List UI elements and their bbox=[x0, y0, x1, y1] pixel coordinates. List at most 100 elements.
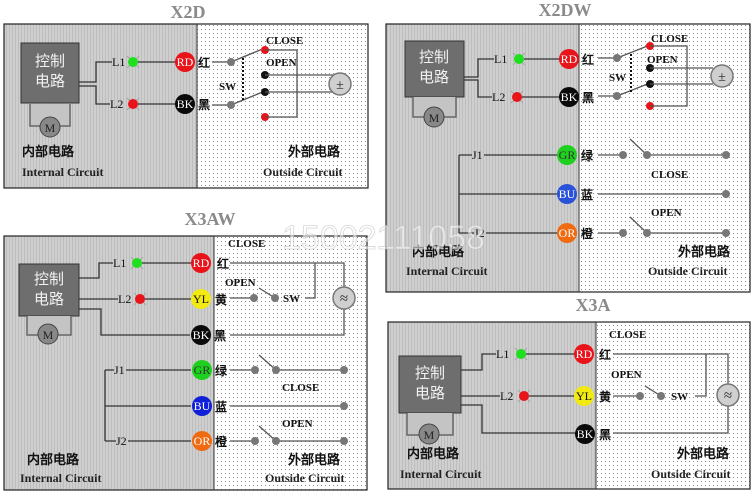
lamp-l2-label: L2 bbox=[118, 292, 131, 306]
wire-gr-cn: 绿 bbox=[215, 363, 228, 378]
dc-source-icon bbox=[710, 64, 734, 88]
source-symbol: ± bbox=[718, 70, 726, 85]
junction-j1: J1 bbox=[472, 148, 483, 162]
terminal-rd bbox=[574, 344, 594, 364]
lamp-l2-label: L2 bbox=[500, 389, 513, 403]
outside-cn: 外部电路 bbox=[676, 446, 730, 462]
lamp-l2-icon bbox=[133, 292, 147, 306]
terminal-or-code: OR bbox=[194, 434, 211, 448]
terminal-bk bbox=[175, 94, 195, 114]
lamp-l2-icon bbox=[126, 97, 140, 111]
controller-label-1: 控制 bbox=[415, 364, 445, 382]
controller-box bbox=[20, 42, 80, 104]
internal-en: Internal Circuit bbox=[400, 467, 481, 481]
controller-label-2: 电路 bbox=[35, 72, 65, 90]
lamp-l2-icon bbox=[510, 90, 524, 104]
open-label: OPEN bbox=[611, 369, 642, 381]
lamp-l1-icon bbox=[130, 256, 144, 270]
wire-rd-cn: 红 bbox=[599, 347, 611, 362]
motor-label: M bbox=[45, 121, 56, 135]
wire-or-cn: 橙 bbox=[581, 226, 594, 241]
wire-bu-cn: 蓝 bbox=[215, 399, 227, 414]
terminal-bu-code: BU bbox=[194, 399, 211, 413]
controller-box bbox=[404, 40, 465, 98]
terminal-or bbox=[192, 431, 212, 451]
panel-title: X3A bbox=[576, 295, 611, 315]
internal-en: Internal Circuit bbox=[20, 471, 101, 485]
terminal-bu bbox=[192, 396, 212, 416]
panel-title: X2DW bbox=[539, 0, 592, 20]
lamp-l1-label: L1 bbox=[494, 52, 507, 66]
junction-j2: J2 bbox=[116, 434, 127, 448]
motor-label: M bbox=[424, 428, 435, 442]
internal-en: Internal Circuit bbox=[22, 165, 103, 179]
terminal-rd bbox=[559, 49, 579, 69]
terminal-bk-code: BK bbox=[577, 427, 594, 441]
outside-cn: 外部电路 bbox=[287, 144, 341, 160]
close-label: CLOSE bbox=[609, 329, 646, 341]
junction-j2: J2 bbox=[474, 226, 485, 240]
internal-cn: 内部电路 bbox=[412, 244, 465, 260]
switch-label: SW bbox=[609, 72, 626, 84]
outside-en: Outside Circuit bbox=[648, 264, 727, 278]
terminal-bk-code: BK bbox=[193, 328, 210, 342]
controller-label-2: 电路 bbox=[415, 384, 445, 402]
controller-label-2: 电路 bbox=[34, 290, 64, 308]
outside-en: Outside Circuit bbox=[263, 165, 342, 179]
watermark: 15002111058 bbox=[282, 219, 485, 257]
outside-circuit-area bbox=[214, 236, 367, 490]
panel-title: X3AW bbox=[184, 209, 235, 229]
terminal-rd-code: RD bbox=[177, 55, 194, 69]
open-label: OPEN bbox=[647, 54, 678, 66]
lamp-l2-label: L2 bbox=[110, 97, 123, 111]
panel-x3aw: X3AW 控制 电路 M L1 L2 RD YL BK 红 黄 黑 CLOSE … bbox=[3, 209, 368, 491]
lamp-l2-label: L2 bbox=[492, 90, 505, 104]
wire-rd-cn: 红 bbox=[582, 52, 594, 67]
terminal-gr-code: GR bbox=[194, 363, 211, 377]
controller-label-2: 电路 bbox=[419, 68, 449, 86]
motor-icon bbox=[39, 116, 61, 138]
lamp-l1-icon bbox=[512, 52, 526, 66]
motor-icon bbox=[37, 323, 59, 345]
terminal-rd-code: RD bbox=[193, 256, 210, 270]
close-label: CLOSE bbox=[651, 33, 688, 45]
source-symbol: ≈ bbox=[724, 388, 732, 404]
lamp-l1-icon bbox=[126, 55, 140, 69]
switch-label: SW bbox=[219, 81, 236, 93]
lamp-l1-label: L1 bbox=[496, 347, 509, 361]
switch-label: SW bbox=[283, 293, 300, 305]
controller-box bbox=[18, 263, 80, 317]
wire-bk-cn: 黑 bbox=[198, 98, 210, 112]
ac-source-icon bbox=[716, 383, 740, 407]
close-label: CLOSE bbox=[266, 35, 303, 47]
outside-cn: 外部电路 bbox=[287, 452, 341, 468]
lamp-l2-icon bbox=[517, 389, 531, 403]
wire-rd-cn: 红 bbox=[198, 55, 210, 70]
outside-en: Outside Circuit bbox=[265, 471, 344, 485]
motor-icon bbox=[418, 423, 440, 445]
limit-close-label: CLOSE bbox=[282, 382, 319, 394]
terminal-rd-code: RD bbox=[576, 347, 593, 361]
terminal-bk bbox=[559, 87, 579, 107]
controller-label-1: 控制 bbox=[34, 270, 64, 288]
terminal-yl bbox=[191, 289, 211, 309]
wire-yl-cn: 黄 bbox=[599, 389, 611, 404]
terminal-or bbox=[557, 223, 577, 243]
wire-bk-cn: 黑 bbox=[214, 329, 226, 343]
wire-rd-cn: 红 bbox=[217, 256, 229, 271]
wire-or-cn: 橙 bbox=[215, 434, 228, 449]
outside-circuit-area bbox=[197, 24, 368, 188]
wire-bu-cn: 蓝 bbox=[581, 187, 593, 202]
limit-close-label: CLOSE bbox=[651, 169, 688, 181]
open-label: OPEN bbox=[225, 277, 256, 289]
wire-bk-cn: 黑 bbox=[599, 428, 611, 442]
wire-yl-cn: 黄 bbox=[215, 292, 227, 307]
dc-source-icon bbox=[328, 72, 352, 96]
limit-open-label: OPEN bbox=[651, 207, 682, 219]
terminal-gr bbox=[192, 360, 212, 380]
wire-bk-cn: 黑 bbox=[582, 91, 594, 105]
lamp-l1-label: L1 bbox=[112, 55, 125, 69]
terminal-bk bbox=[575, 424, 595, 444]
terminal-rd bbox=[175, 52, 195, 72]
